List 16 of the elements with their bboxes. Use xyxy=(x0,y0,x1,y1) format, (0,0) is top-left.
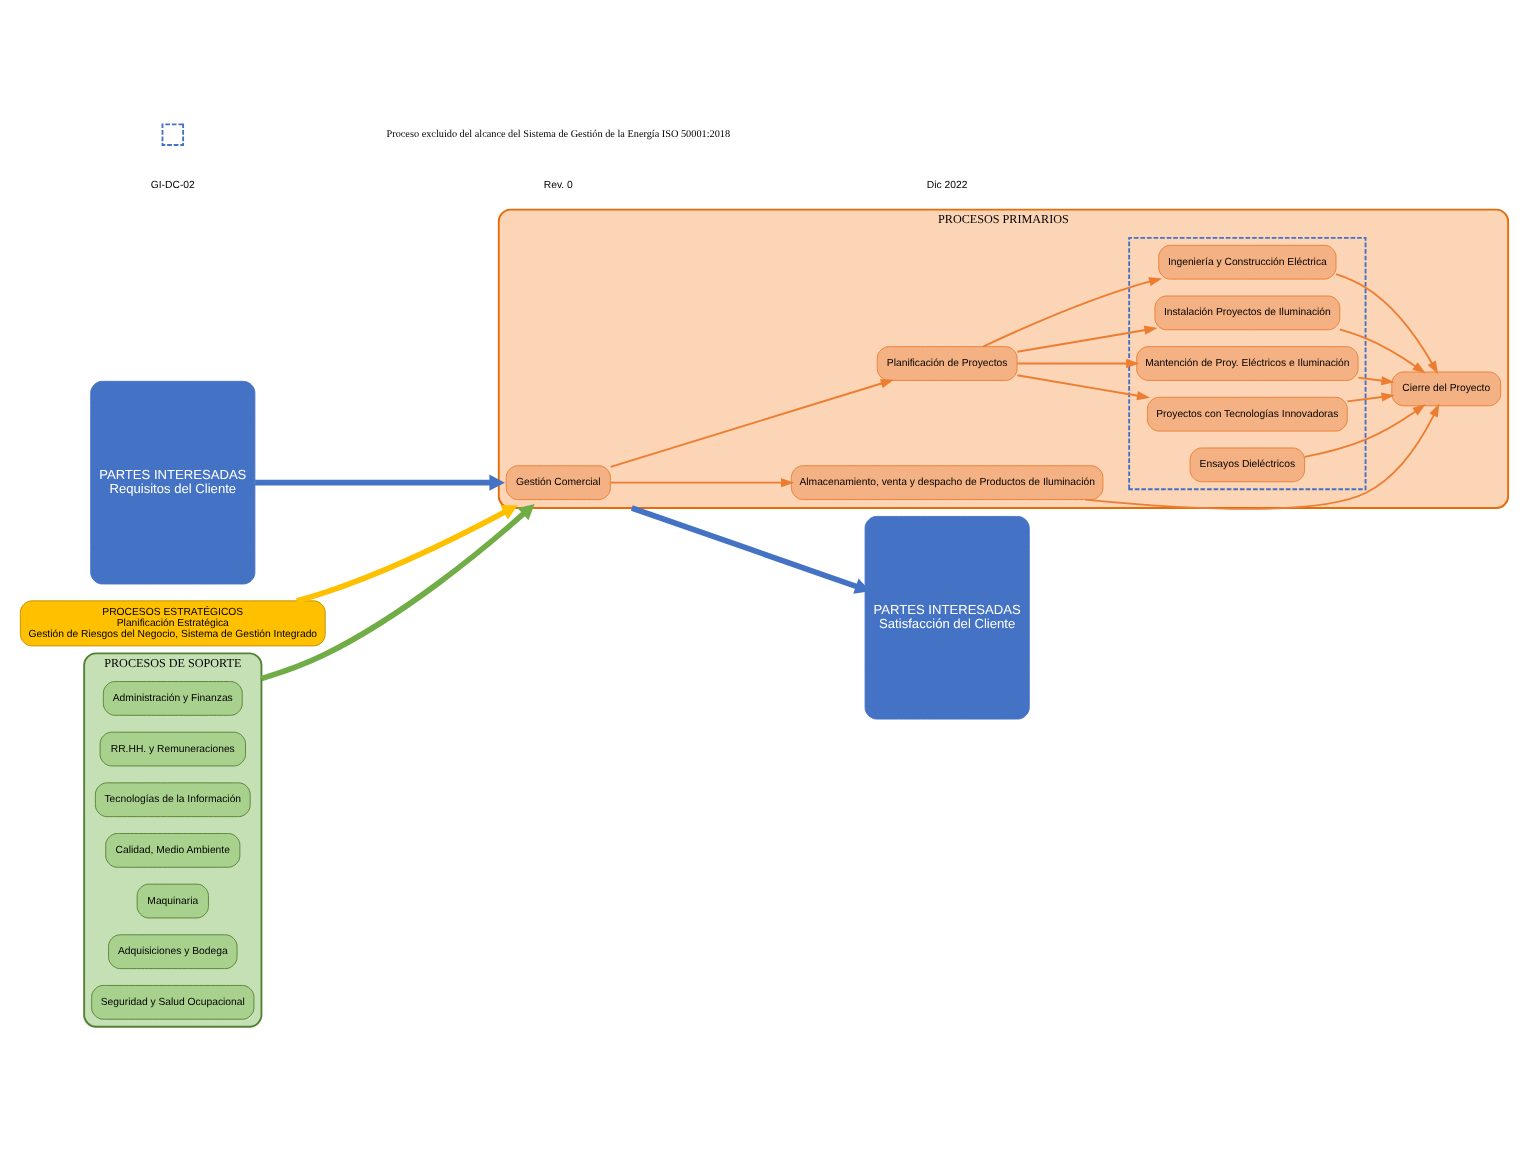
arrow xyxy=(609,379,894,468)
arrow xyxy=(1357,376,1395,386)
arrow xyxy=(1303,404,1426,458)
arrow xyxy=(296,505,518,604)
arrow xyxy=(630,505,871,594)
arrow xyxy=(255,474,505,491)
arrow xyxy=(1016,358,1140,369)
arrow xyxy=(1346,392,1395,403)
arrow xyxy=(1338,328,1426,374)
arrow xyxy=(260,503,535,682)
arrow xyxy=(982,277,1163,348)
arrow xyxy=(1016,374,1151,401)
arrow xyxy=(1335,273,1439,375)
arrow xyxy=(1084,403,1440,510)
arrow xyxy=(1016,325,1158,353)
arrow xyxy=(609,478,795,488)
